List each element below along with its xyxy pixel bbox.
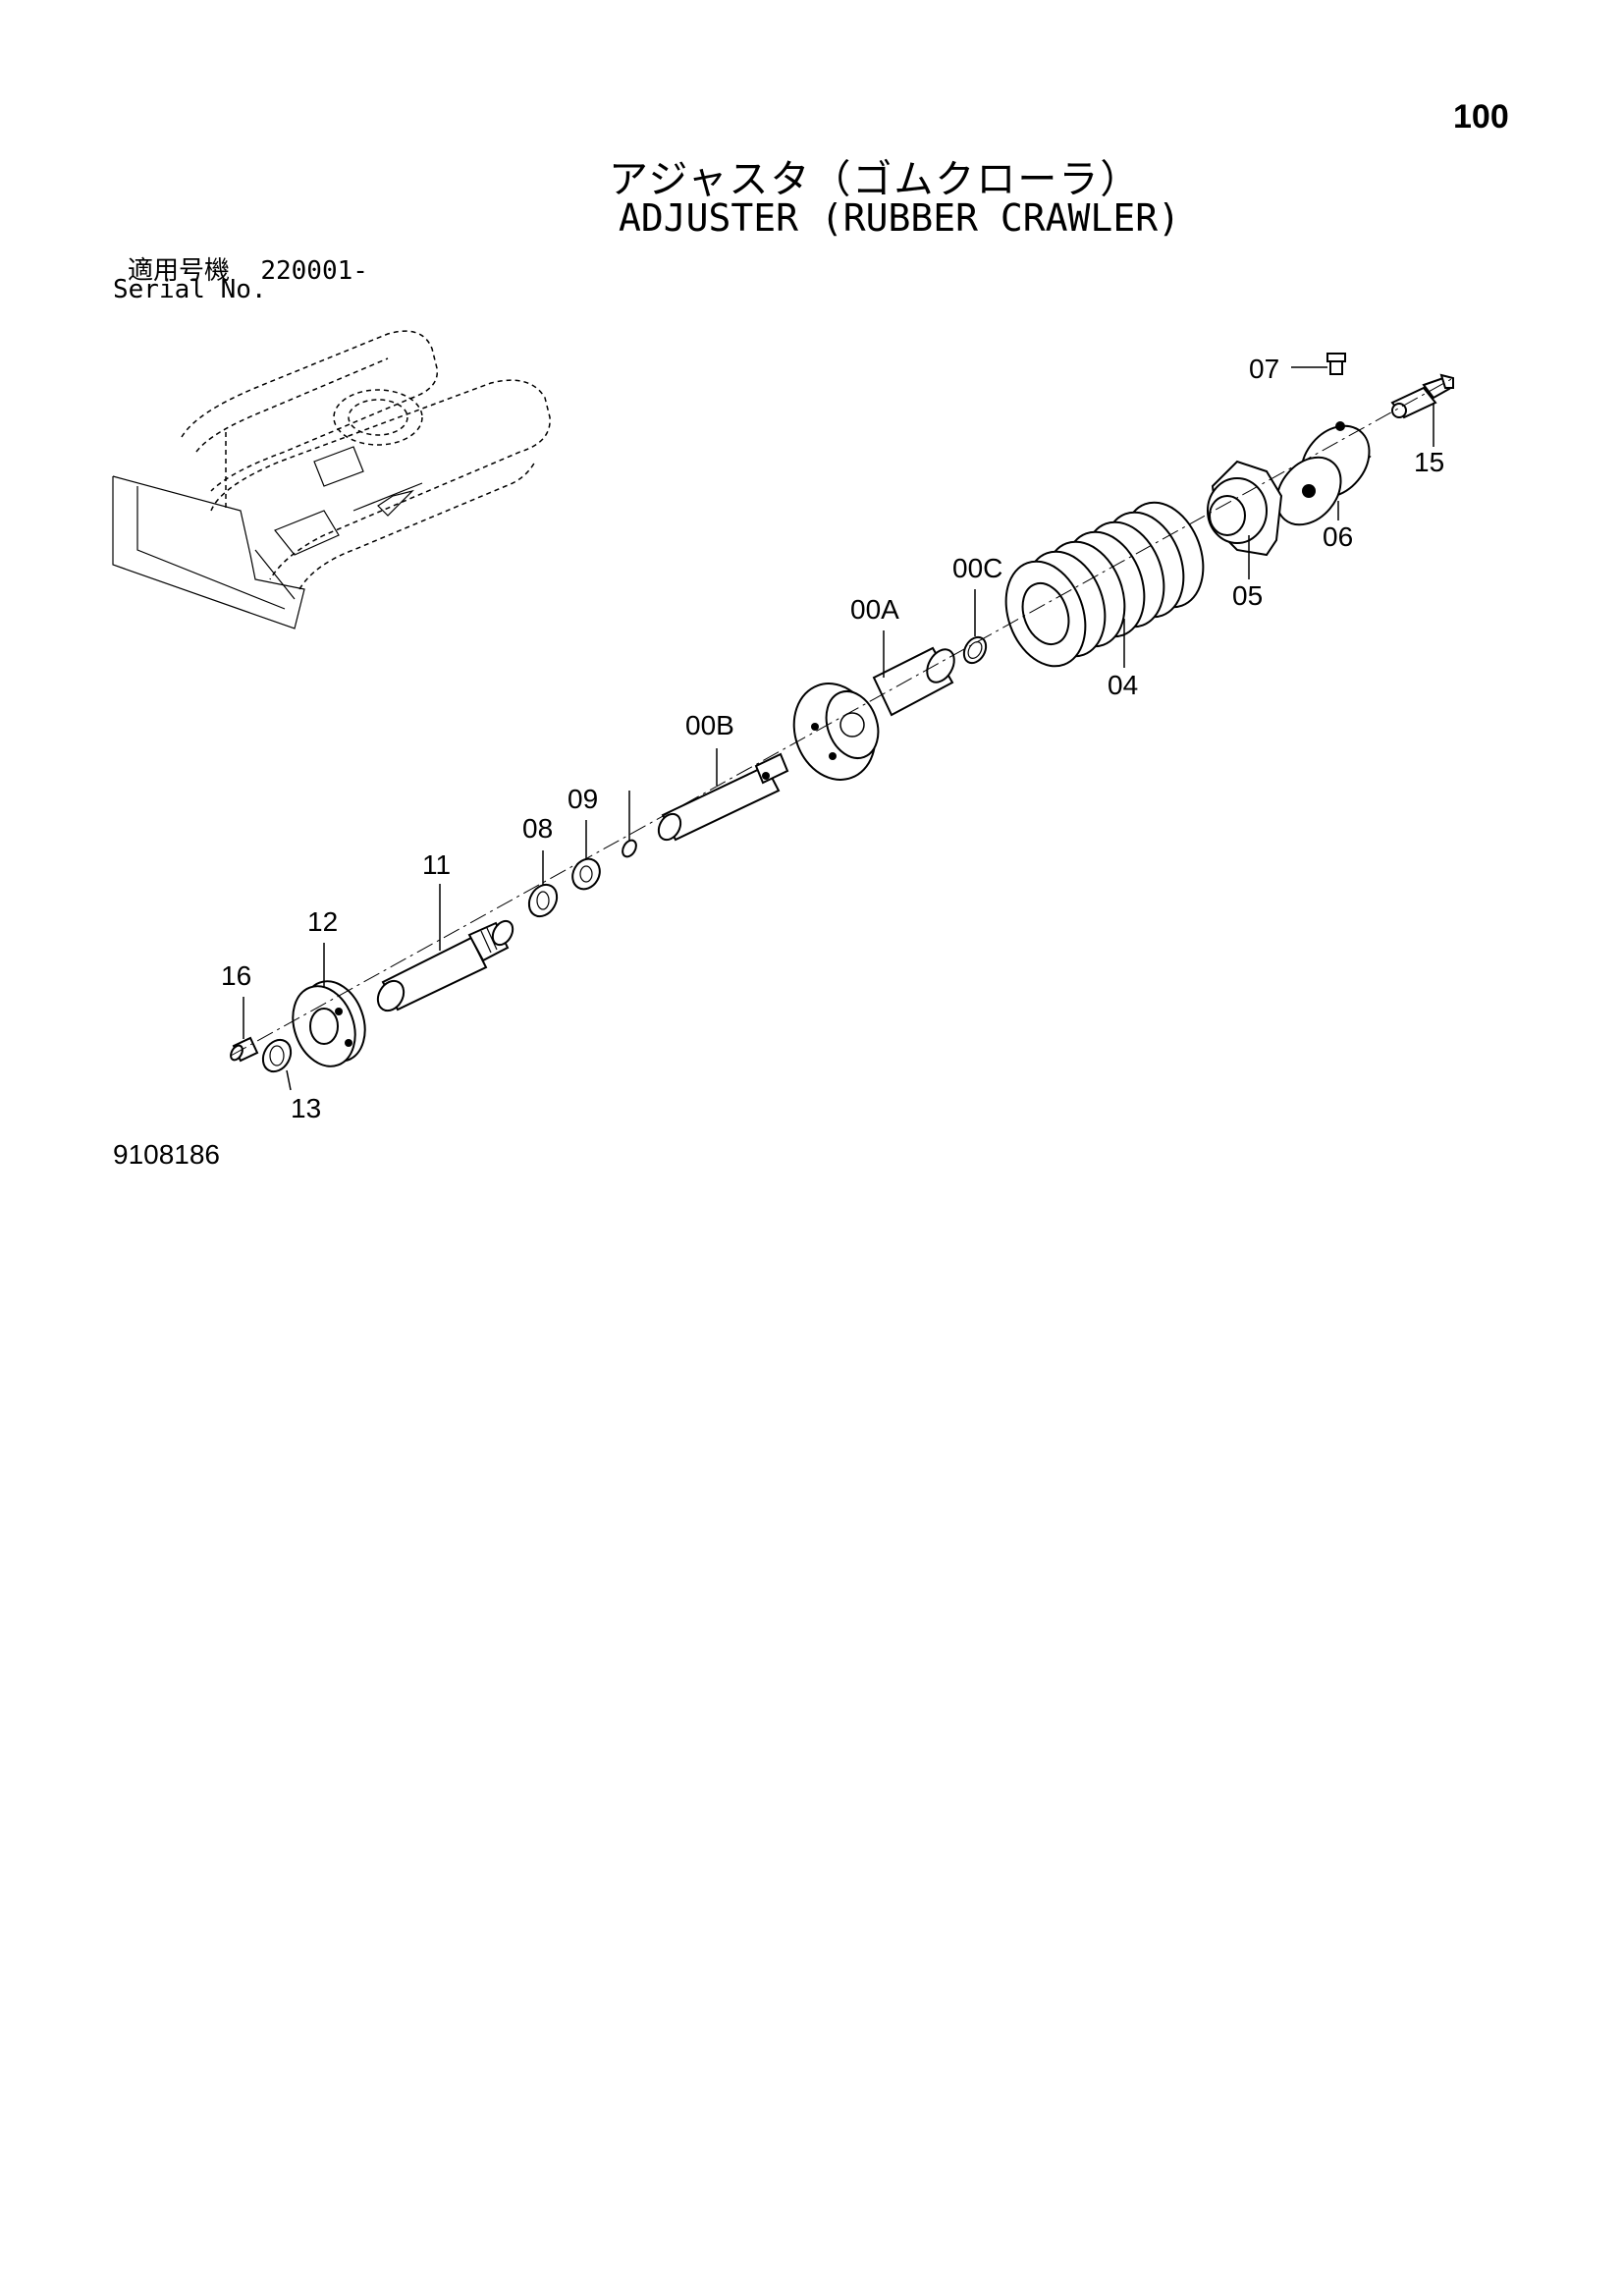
page-number: 100 [1453, 98, 1509, 136]
part-11-piston-rod [376, 884, 514, 1012]
label-06: 06 [1323, 521, 1353, 552]
part-12-flange [292, 943, 366, 1067]
label-15: 15 [1414, 447, 1444, 477]
part-09-washer [571, 820, 601, 891]
serial-label-english: Serial No. [113, 275, 267, 304]
serial-value: 220001- [260, 256, 368, 286]
part-00C-ring [962, 589, 988, 665]
part-08-seal [527, 850, 559, 918]
label-16: 16 [221, 960, 251, 991]
label-00C: 00C [952, 553, 1002, 583]
label-11: 11 [422, 849, 451, 880]
label-12: 12 [307, 906, 338, 937]
title-japanese: アジャスタ（ゴムクローラ） [609, 157, 1142, 202]
part-small-ring [622, 791, 637, 858]
serial-number-row: 適用号機 220001- [128, 250, 368, 287]
part-05-flange-bracket [1207, 460, 1283, 579]
label-13: 13 [291, 1093, 321, 1123]
label-00A: 00A [850, 594, 899, 625]
label-09: 09 [568, 784, 598, 814]
part-00B-shaft [657, 748, 789, 842]
label-00B: 00B [685, 710, 734, 740]
part-00A-rod-flange [792, 630, 955, 781]
drawing-number: 9108186 [113, 1139, 221, 1170]
label-08: 08 [522, 813, 553, 844]
part-07-grease-fitting [1291, 353, 1346, 375]
label-04: 04 [1108, 670, 1138, 700]
label-07: 07 [1249, 354, 1279, 384]
part-04-spring [1004, 501, 1205, 668]
part-16-bolt [230, 997, 259, 1063]
label-05: 05 [1232, 580, 1263, 611]
part-13-seal-ring [261, 1038, 293, 1091]
assembly-axis [230, 377, 1454, 1057]
part-06-cylinder [1275, 421, 1372, 526]
part-15-valve [1390, 373, 1454, 447]
machine-overview-sketch [112, 330, 551, 629]
serial-label-japanese: 適用号機 [128, 256, 231, 286]
title-english: ADJUSTER (RUBBER CRAWLER) [619, 196, 1180, 240]
